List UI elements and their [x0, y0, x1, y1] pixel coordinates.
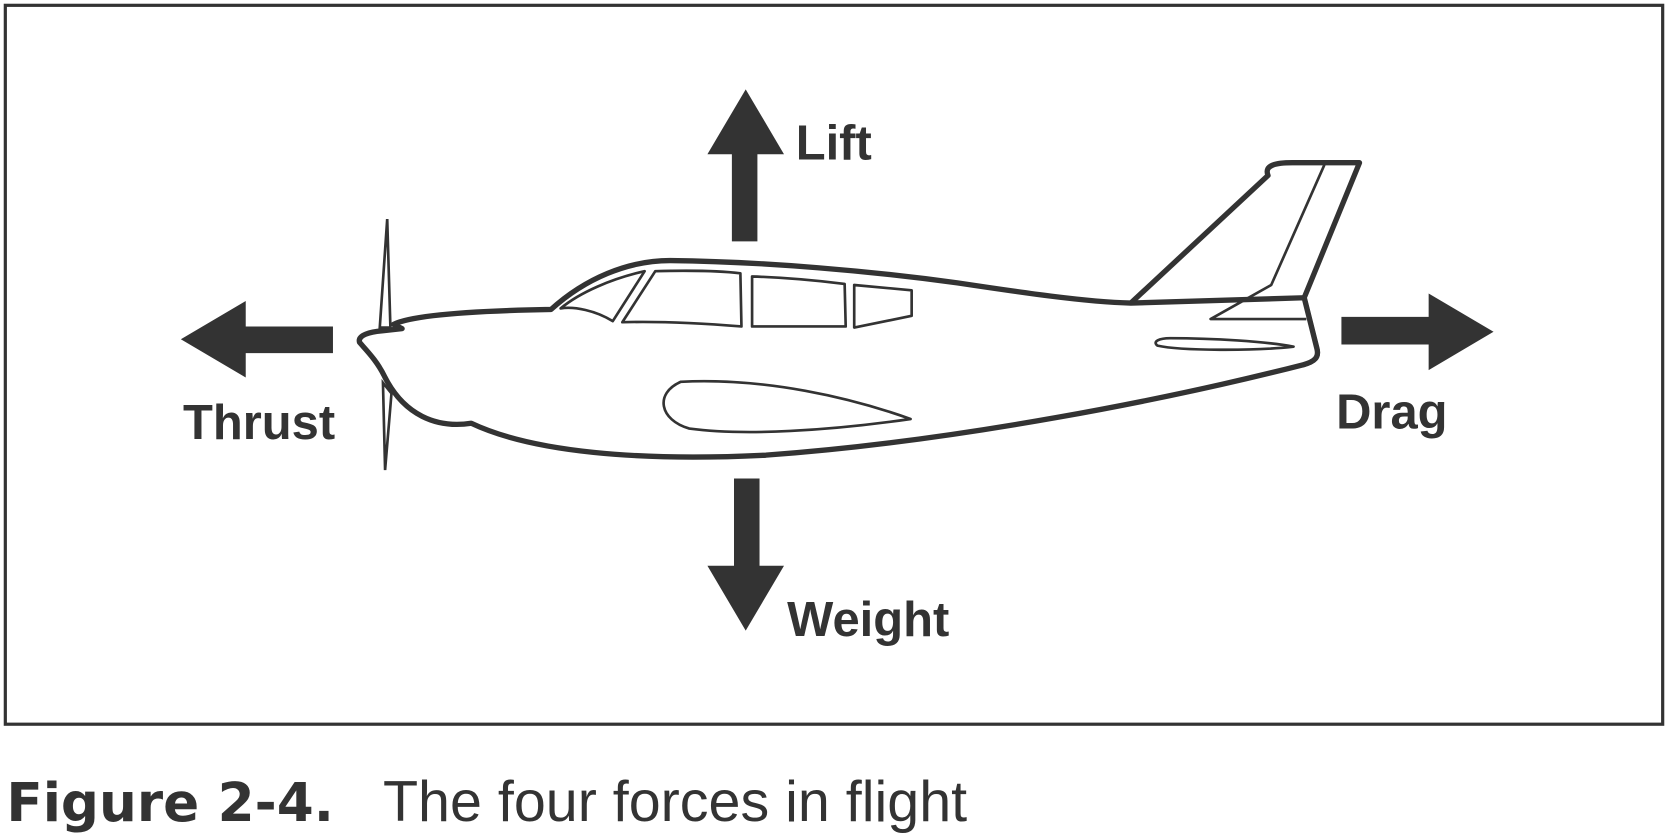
weight-arrow	[707, 478, 785, 631]
drag-label: Drag	[1336, 386, 1447, 440]
figure-number: Figure 2-4.	[6, 772, 334, 834]
lift-arrow	[707, 89, 785, 242]
weight-label: Weight	[787, 593, 949, 647]
thrust-label: Thrust	[183, 396, 335, 450]
lift-label: Lift	[796, 117, 872, 171]
thrust-arrow	[180, 300, 333, 378]
drag-arrow	[1341, 293, 1494, 371]
airplane-illustration	[356, 160, 1363, 471]
figure-caption: The four forces in flight	[383, 770, 967, 834]
